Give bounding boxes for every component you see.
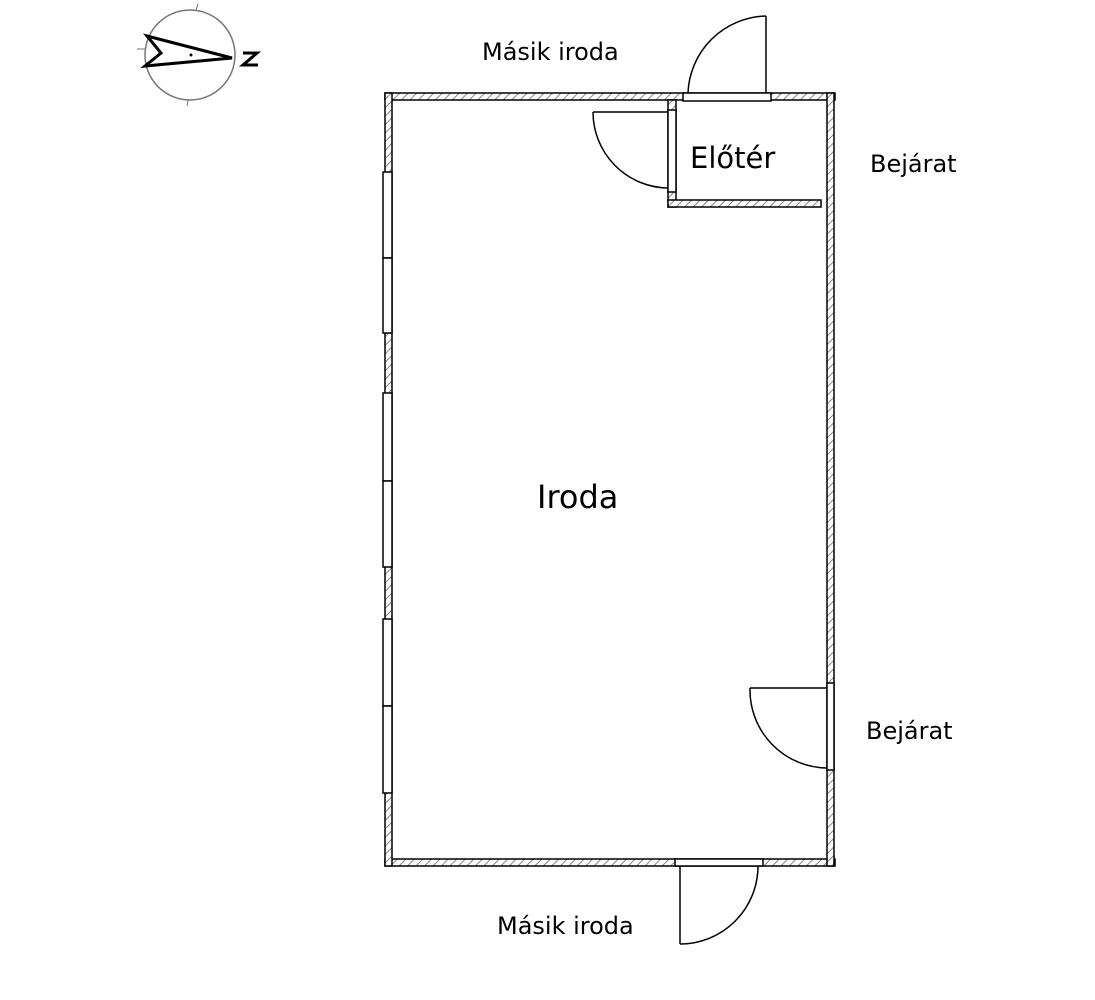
window xyxy=(382,171,393,259)
door-frame-vestibule xyxy=(667,109,677,193)
label-bottom-neighbor: Másik iroda xyxy=(497,912,634,940)
door-frame-bottom xyxy=(674,858,764,867)
door-right[interactable] xyxy=(749,687,828,769)
label-office: Iroda xyxy=(537,478,619,516)
label-vestibule: Előtér xyxy=(690,141,776,175)
label-entrance-top: Bejárat xyxy=(870,150,957,178)
window xyxy=(382,257,393,334)
label-top-neighbor: Másik iroda xyxy=(482,38,619,66)
north-arrow-icon xyxy=(137,3,262,107)
wall-right xyxy=(826,92,835,867)
door-frame-right xyxy=(826,682,835,771)
label-entrance-right: Bejárat xyxy=(866,717,953,745)
wall-bottom xyxy=(384,858,836,867)
window xyxy=(382,392,393,482)
door-top[interactable] xyxy=(687,15,767,94)
wall-vestibule-bottom xyxy=(667,199,822,208)
door-vestibule[interactable] xyxy=(592,111,669,189)
window xyxy=(382,618,393,707)
door-frame-top xyxy=(682,92,772,102)
window xyxy=(382,480,393,568)
window xyxy=(382,705,393,794)
door-bottom[interactable] xyxy=(679,865,759,945)
